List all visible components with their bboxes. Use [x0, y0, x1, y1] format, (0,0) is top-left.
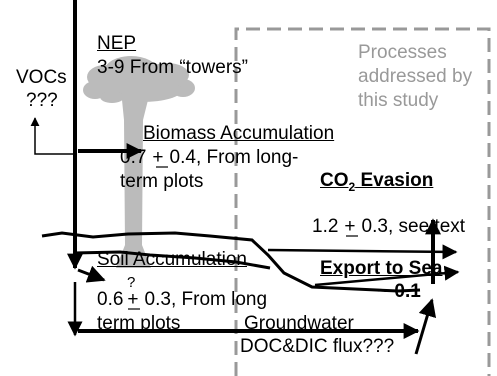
soil-pm: +: [127, 289, 138, 310]
co2-heading-suffix: Evasion: [355, 170, 433, 191]
vocs-label: VOCs: [16, 67, 67, 88]
soil-uncertainty: 0.3,: [145, 289, 177, 310]
biomass-pm: +: [152, 147, 163, 168]
export-upper-arrow: [268, 250, 456, 252]
nep-source: From “towers”: [130, 57, 248, 78]
co2-pm: +: [344, 216, 355, 237]
nep-value-line: 3-9 From “towers”: [97, 57, 248, 78]
co2-value-line: 1.2 +0.3, see text: [312, 216, 465, 237]
export-value: ~ 0.1: [378, 281, 421, 302]
vocs-arrow: [35, 118, 74, 154]
vocs-value: ???: [26, 90, 58, 111]
biomass-heading: Biomass Accumulation: [143, 123, 334, 144]
biomass-value: 0.7: [120, 147, 146, 168]
biomass-uncertainty: 0.4,: [170, 147, 202, 168]
biomass-value-line: 0.7 +0.4, From long-: [120, 147, 298, 168]
groundwater-rise-arrow: [416, 300, 432, 354]
processes-box-label-2: addressed by: [358, 66, 472, 87]
groundwater-label-1: Groundwater: [244, 313, 354, 334]
co2-uncertainty: 0.3, see text: [362, 216, 466, 237]
soil-source-1: From long: [182, 289, 268, 310]
soil-source-2: term plots: [97, 313, 180, 334]
processes-box-label-1: Processes: [358, 42, 447, 63]
processes-box-label-3: this study: [358, 90, 438, 111]
soil-accumulation-arrow: [78, 270, 104, 280]
groundwater-label-2: DOC&DIC flux???: [240, 336, 394, 357]
co2-value: 1.2: [312, 216, 338, 237]
co2-heading-prefix: CO: [320, 170, 349, 191]
export-heading: Export to Sea: [320, 258, 442, 279]
co2-evasion-heading: CO2 Evasion: [320, 170, 433, 198]
soil-value-line: 0.6+0.3, From long: [97, 289, 267, 310]
nep-value: 3-9: [97, 57, 124, 78]
soil-value: 0.6: [97, 289, 123, 310]
biomass-source-2: term plots: [120, 171, 203, 192]
biomass-source-1: From long-: [207, 147, 299, 168]
nep-heading: NEP: [97, 33, 136, 54]
soil-heading: Soil Accumulation: [97, 249, 247, 270]
